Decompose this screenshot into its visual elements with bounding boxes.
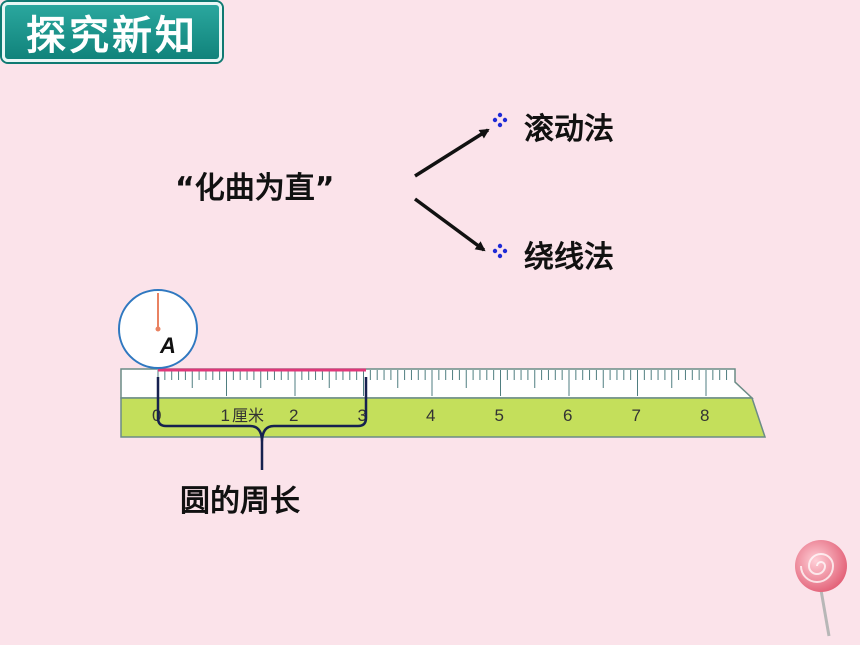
central-concept-label: “化曲为直” (175, 171, 335, 206)
ruler-number: 0 (152, 406, 161, 425)
ruler-number: 6 (563, 406, 572, 425)
page-title: 探究新知 (26, 13, 198, 59)
ruler-number: 2 (289, 406, 298, 425)
ruler-number: 8 (700, 406, 709, 425)
diamond-bullet-icon (492, 112, 508, 128)
circumference-brace (156, 377, 368, 470)
circumference-label: 圆的周长 (180, 484, 300, 519)
ruler-number: 3 (358, 406, 367, 425)
circle-point-label: A (159, 333, 176, 358)
ruler-number: 4 (426, 406, 435, 425)
method-rolling-label: 滚动法 (524, 112, 614, 147)
ruler-number: 1 (221, 406, 230, 425)
diamond-bullet-icon (492, 243, 508, 259)
ruler-unit-label: 厘米 (232, 406, 264, 425)
arrow-down (413, 197, 486, 252)
title-badge: 探究新知 (2, 2, 222, 62)
ruler-number: 5 (495, 406, 504, 425)
circle-disk: A (118, 289, 198, 369)
method-wrapping-label: 绕线法 (524, 240, 614, 275)
ruler-number: 7 (632, 406, 641, 425)
arrow-up (414, 128, 490, 178)
lollipop-decoration (795, 540, 847, 637)
